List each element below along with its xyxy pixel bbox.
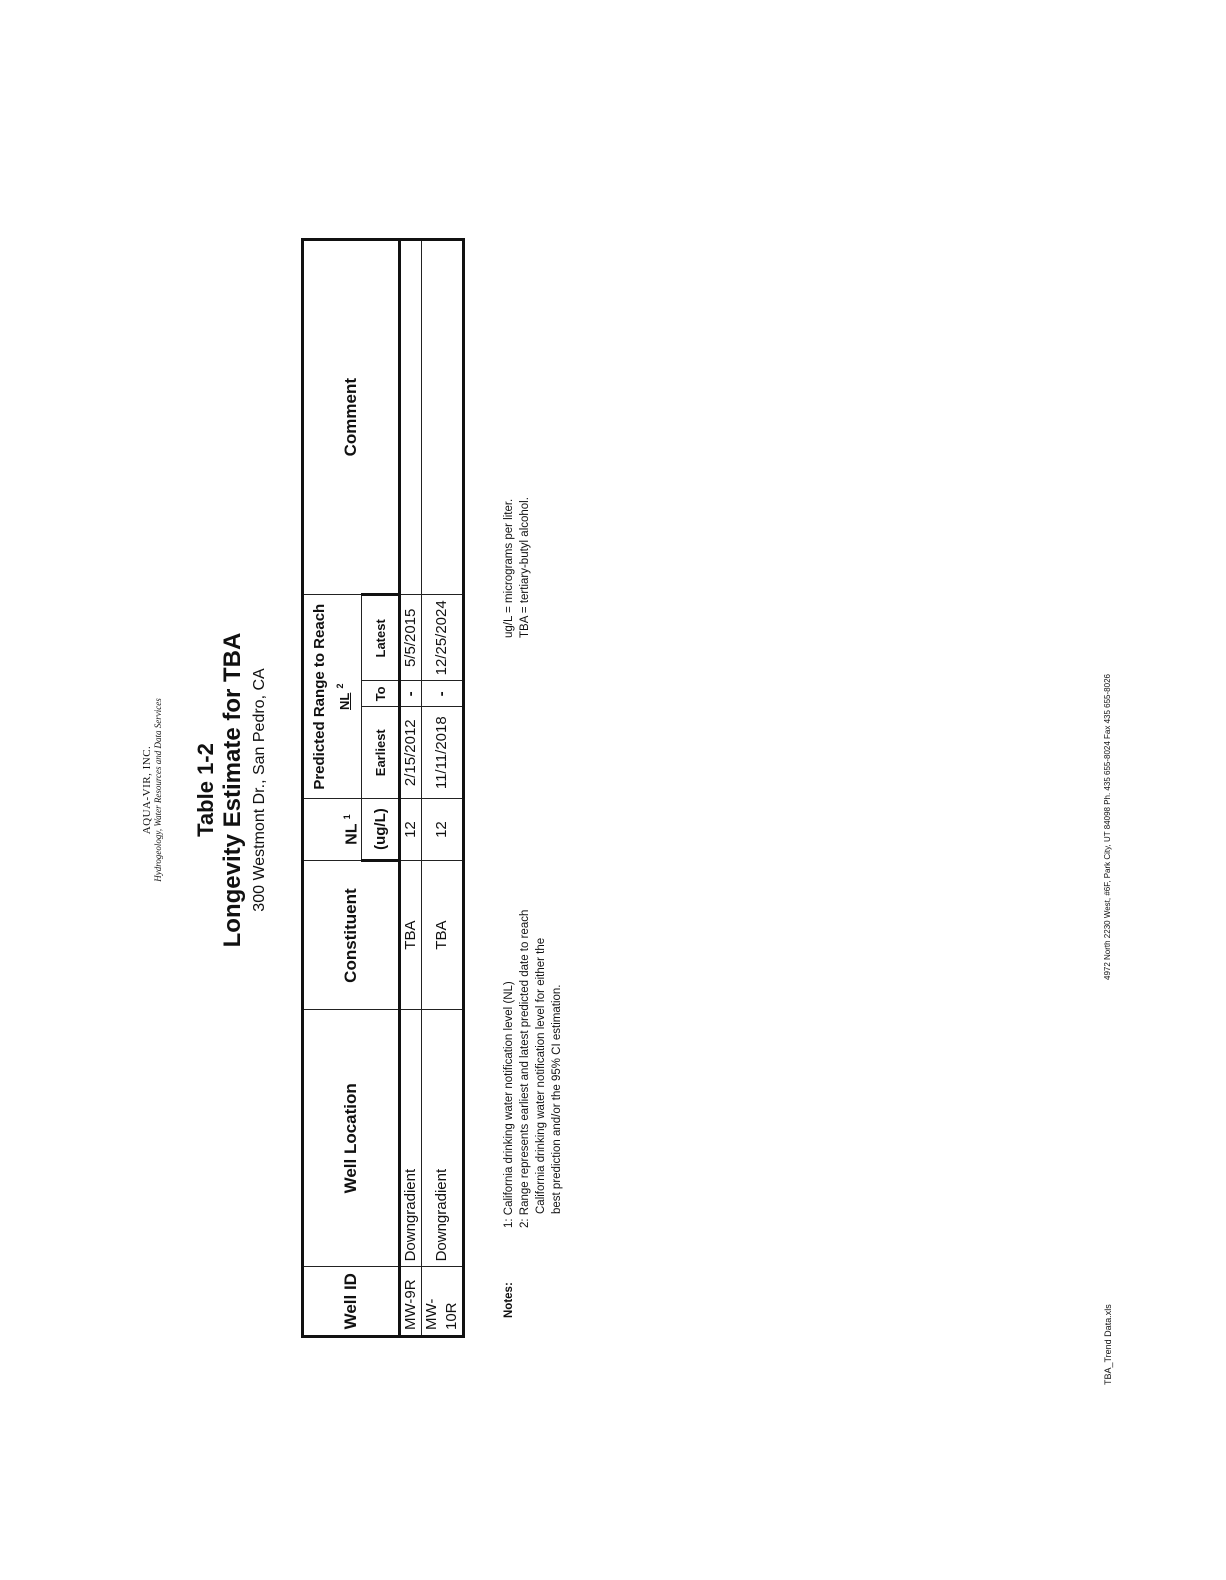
cell-dash: - xyxy=(399,680,422,707)
header-latest: Latest xyxy=(361,594,400,681)
company-header: AQUA-VIR, INC. Hydrogeology, Water Resou… xyxy=(141,40,163,1540)
abbreviations: ug/L = micrograms per liter. TBA = terti… xyxy=(501,218,533,638)
note-2-line-3: best prediction and/or the 95% CI estima… xyxy=(551,984,563,1215)
cell-earliest: 2/15/2012 xyxy=(399,706,422,799)
cell-well-location: Downgradient xyxy=(399,1009,422,1267)
note-2: 2: Range represents earliest and latest … xyxy=(517,808,565,1228)
cell-constituent: TBA xyxy=(399,860,422,1010)
cell-nl: 12 xyxy=(421,798,464,861)
abbr-tba: TBA = tertiary-butyl alcohol. xyxy=(519,497,531,638)
header-nl-footnote: 1 xyxy=(341,814,352,820)
header-well-location: Well Location xyxy=(302,1009,400,1267)
cell-well-location: Downgradient xyxy=(421,1009,464,1267)
cell-earliest: 11/11/2018 xyxy=(421,706,464,799)
note-1: 1: California drinking water notificatio… xyxy=(503,981,515,1228)
note-2-line-2: California drinking water notification l… xyxy=(535,937,547,1214)
header-comment: Comment xyxy=(302,239,400,595)
footer-filename: TBA_Trend Data.xls xyxy=(1103,1304,1113,1385)
notes-label: Notes: xyxy=(503,1282,515,1318)
title-block: Table 1-2 Longevity Estimate for TBA 300… xyxy=(193,40,271,1540)
note-2-line-1: 2: Range represents earliest and latest … xyxy=(519,909,531,1228)
footer-address: 4972 North 2230 West, #6F, Park City, UT… xyxy=(1103,674,1112,980)
header-earliest: Earliest xyxy=(361,706,400,799)
document-sheet: AQUA-VIR, INC. Hydrogeology, Water Resou… xyxy=(63,40,1163,1540)
table-title: Longevity Estimate for TBA xyxy=(219,632,246,948)
cell-dash: - xyxy=(421,680,464,707)
table-number: Table 1-2 xyxy=(193,743,218,837)
table-row: MW-9R Downgradient TBA 12 2/15/2012 - 5/… xyxy=(399,239,422,1337)
cell-constituent: TBA xyxy=(421,860,464,1010)
header-to: To xyxy=(361,680,400,707)
header-range-footnote: 2 xyxy=(335,683,345,689)
abbr-ugl: ug/L = micrograms per liter. xyxy=(503,498,515,638)
cell-comment xyxy=(399,239,422,595)
table-row: MW-10R Downgradient TBA 12 11/11/2018 - … xyxy=(421,239,464,1337)
header-predicted-range: Predicted Range to Reach NL 2 xyxy=(302,594,362,799)
cell-latest: 12/25/2024 xyxy=(421,594,464,681)
header-range-title: Predicted Range to Reach xyxy=(311,603,328,790)
cell-well-id: MW-10R xyxy=(421,1266,464,1337)
cell-nl: 12 xyxy=(399,798,422,861)
site-address: 300 Westmont Dr., San Pedro, CA xyxy=(251,668,268,912)
cell-comment xyxy=(421,239,464,595)
company-tagline: Hydrogeology, Water Resources and Data S… xyxy=(153,698,163,882)
header-constituent: Constituent xyxy=(302,860,400,1010)
longevity-table: Well ID Well Location Constituent NL 1 P… xyxy=(301,238,465,1338)
cell-latest: 5/5/2015 xyxy=(399,594,422,681)
header-well-id: Well ID xyxy=(302,1266,400,1337)
header-nl-text: NL xyxy=(343,823,360,845)
header-range-nl: NL xyxy=(337,692,352,710)
cell-well-id: MW-9R xyxy=(399,1266,422,1337)
header-nl: NL 1 xyxy=(302,798,362,861)
header-nl-unit: (ug/L) xyxy=(361,798,400,861)
company-name: AQUA-VIR, INC. xyxy=(141,745,153,835)
